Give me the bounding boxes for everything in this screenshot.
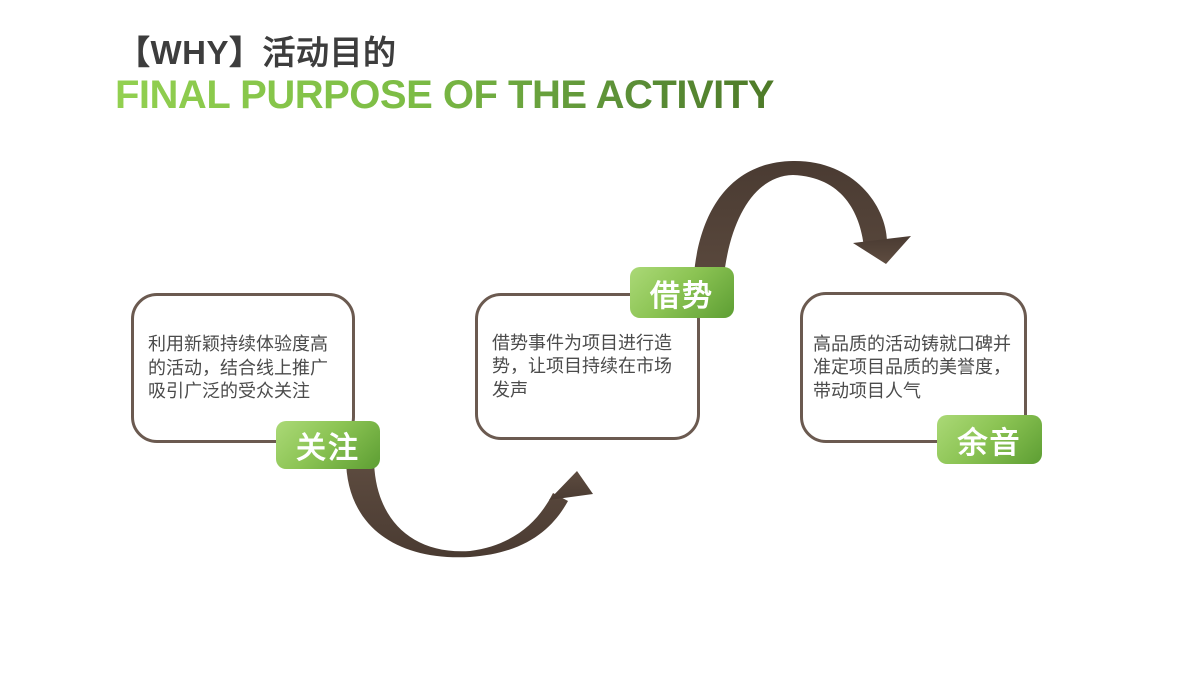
step-card-text: 借势事件为项目进行造 势，让项目持续在市场 发声 — [492, 332, 672, 400]
step-card-attention: 利用新颖持续体验度高 的活动，结合线上推广 吸引广泛的受众关注 — [131, 293, 355, 443]
curved-arrow-up-icon — [346, 458, 593, 558]
step-badge-attention: 关注 — [276, 421, 380, 469]
page-subtitle: FINAL PURPOSE OF THE ACTIVITY — [115, 73, 774, 117]
step-card-text: 高品质的活动铸就口碑并 准定项目品质的美誉度， 带动项目人气 — [813, 333, 1011, 401]
curved-arrow-down-icon — [692, 160, 911, 310]
step-badge-aftertone: 余音 — [937, 415, 1042, 464]
step-badge-leverage: 借势 — [630, 267, 734, 318]
step-card-text: 利用新颖持续体验度高 的活动，结合线上推广 吸引广泛的受众关注 — [148, 333, 328, 401]
page-title: 【WHY】活动目的 — [117, 34, 397, 71]
